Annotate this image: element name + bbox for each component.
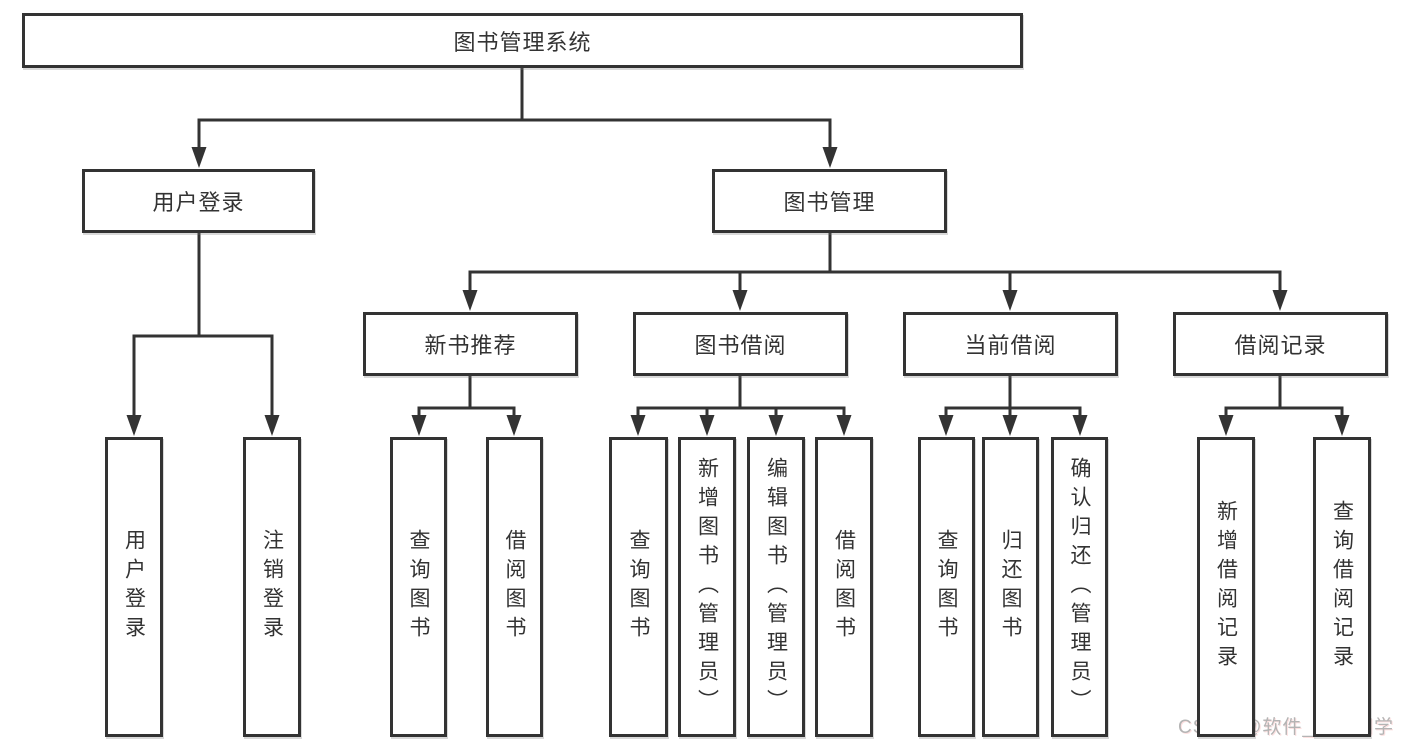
- node-label-leaf-add-borrow-record: 新增借阅记录: [1214, 500, 1238, 674]
- diagram-node-book-borrowing: 图书借阅: [633, 312, 848, 376]
- arrowhead-down-icon: [768, 415, 784, 436]
- arrowhead-down-icon: [126, 415, 142, 436]
- arrowhead-down-icon: [699, 415, 715, 436]
- arrowhead-down-icon: [836, 415, 852, 436]
- diagram-node-leaf-borrow-books-rec: 借阅图书: [486, 437, 543, 737]
- arrowhead-down-icon: [506, 415, 522, 436]
- diagram-node-new-book-recommend: 新书推荐: [363, 312, 578, 376]
- arrowhead-down-icon: [1002, 290, 1018, 311]
- arrowhead-down-icon: [462, 290, 478, 311]
- arrowhead-down-icon: [411, 415, 427, 436]
- diagram-node-leaf-user-login: 用户登录: [105, 437, 163, 737]
- arrowhead-down-icon: [1072, 415, 1088, 436]
- diagram-node-book-management: 图书管理: [712, 169, 947, 233]
- node-label-root: 图书管理系统: [453, 29, 592, 55]
- diagram-node-root: 图书管理系统: [22, 13, 1023, 68]
- node-label-leaf-logout: 注销登录: [260, 529, 284, 645]
- diagram-node-leaf-query-borrow-record: 查询借阅记录: [1313, 437, 1371, 737]
- arrowhead-down-icon: [630, 415, 646, 436]
- diagram-node-leaf-confirm-return: 确认归还（管理员）: [1051, 437, 1108, 737]
- node-label-new-book-recommend: 新书推荐: [424, 333, 517, 358]
- node-label-leaf-add-books-admin: 新增图书（管理员）: [695, 456, 719, 718]
- diagram-node-leaf-return-books: 归还图书: [982, 437, 1039, 737]
- arrowhead-down-icon: [1272, 290, 1288, 311]
- node-label-leaf-query-books-borrow: 查询图书: [627, 529, 650, 645]
- node-label-leaf-return-books: 归还图书: [999, 529, 1022, 645]
- arrowhead-down-icon: [1218, 415, 1234, 436]
- arrowhead-down-icon: [264, 415, 280, 436]
- node-label-leaf-query-borrow-record: 查询借阅记录: [1330, 500, 1354, 674]
- node-label-book-borrowing: 图书借阅: [694, 333, 787, 358]
- node-label-current-borrowing: 当前借阅: [964, 333, 1057, 358]
- arrowhead-down-icon: [191, 147, 207, 168]
- diagram-node-leaf-add-borrow-record: 新增借阅记录: [1197, 437, 1255, 737]
- arrowhead-down-icon: [732, 290, 748, 311]
- node-label-leaf-query-books-current: 查询图书: [935, 529, 958, 645]
- node-label-leaf-user-login: 用户登录: [122, 529, 146, 645]
- diagram-node-leaf-borrow-books-borrow: 借阅图书: [815, 437, 873, 737]
- node-label-leaf-confirm-return: 确认归还（管理员）: [1068, 456, 1091, 718]
- node-label-borrowing-records: 借阅记录: [1234, 333, 1327, 358]
- arrowhead-down-icon: [822, 147, 838, 168]
- diagram-node-user-login: 用户登录: [82, 169, 315, 233]
- diagram-node-leaf-add-books-admin: 新增图书（管理员）: [678, 437, 736, 737]
- arrowhead-down-icon: [1334, 415, 1350, 436]
- arrowhead-down-icon: [938, 415, 954, 436]
- diagram-node-leaf-query-books-borrow: 查询图书: [609, 437, 668, 737]
- node-label-leaf-edit-books-admin: 编辑图书（管理员）: [764, 456, 788, 718]
- diagram-node-borrowing-records: 借阅记录: [1173, 312, 1388, 376]
- diagram-node-leaf-logout: 注销登录: [243, 437, 301, 737]
- diagram-node-leaf-edit-books-admin: 编辑图书（管理员）: [747, 437, 805, 737]
- node-label-leaf-borrow-books-borrow: 借阅图书: [832, 529, 856, 645]
- node-label-book-management: 图书管理: [783, 190, 876, 215]
- node-label-leaf-borrow-books-rec: 借阅图书: [503, 529, 526, 645]
- arrowhead-down-icon: [1002, 415, 1018, 436]
- node-label-user-login: 用户登录: [152, 190, 245, 215]
- diagram-node-leaf-query-books-current: 查询图书: [918, 437, 975, 737]
- node-label-leaf-query-books-rec: 查询图书: [407, 529, 430, 645]
- diagram-node-leaf-query-books-rec: 查询图书: [390, 437, 447, 737]
- diagram-node-current-borrowing: 当前借阅: [903, 312, 1118, 376]
